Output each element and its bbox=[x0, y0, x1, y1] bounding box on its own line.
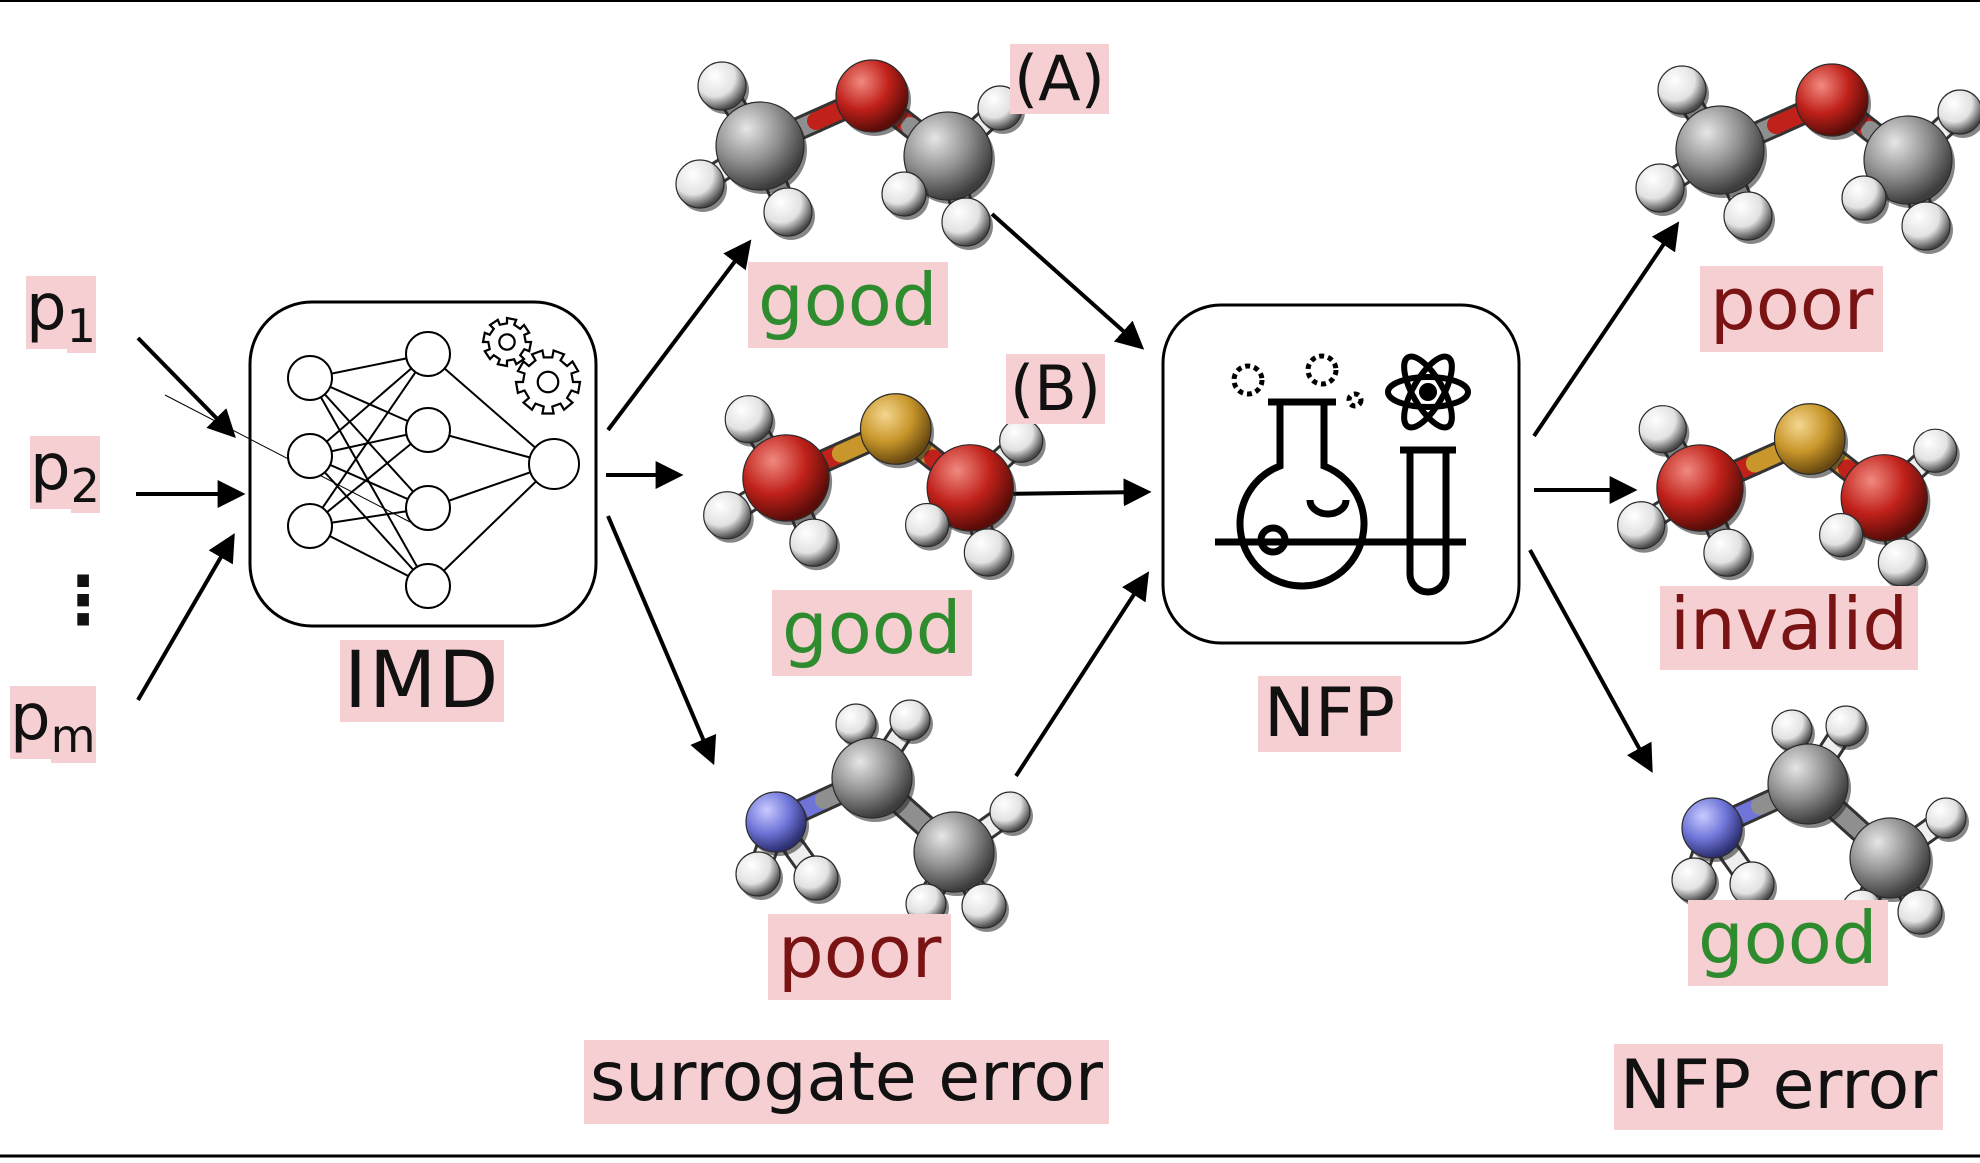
imd-box bbox=[164, 300, 598, 628]
neural-network-icon bbox=[164, 331, 580, 609]
arrow-imd-to-candidate-a bbox=[606, 239, 752, 432]
candidate-b-tag: (B) bbox=[1006, 354, 1105, 424]
candidate-a-tag: (A) bbox=[1010, 44, 1109, 114]
molecule-result-c bbox=[1671, 705, 1969, 938]
molecule-result-b bbox=[1617, 403, 1960, 590]
surrogate-error-label: surrogate error bbox=[584, 1040, 1109, 1124]
input-ellipsis: ⋮ bbox=[50, 562, 116, 639]
input-p1: p1 bbox=[26, 276, 96, 353]
arrow-candidate-a-to-nfp bbox=[990, 212, 1145, 350]
gear-icon-small bbox=[481, 316, 533, 368]
bubbles-icon bbox=[1231, 353, 1364, 409]
input-p1-sub: 1 bbox=[66, 298, 96, 353]
input-pm: pm bbox=[10, 686, 96, 763]
input-arrows bbox=[136, 336, 246, 702]
arrow-nfp-to-result-a bbox=[1532, 221, 1680, 438]
molecules bbox=[675, 59, 1980, 938]
molecule-candidate-c bbox=[735, 699, 1033, 932]
molecule-result-a bbox=[1635, 63, 1980, 254]
nfp-label: NFP bbox=[1258, 676, 1401, 752]
atom-icon bbox=[1385, 353, 1471, 431]
candidate-a-rating: good bbox=[748, 262, 948, 348]
nfp-error-label: NFP error bbox=[1614, 1044, 1944, 1130]
input-p2: p2 bbox=[30, 436, 100, 513]
arrow-p1-to-imd bbox=[136, 336, 236, 439]
imd-output-arrows bbox=[606, 239, 752, 766]
arrow-imd-to-candidate-c bbox=[606, 515, 717, 766]
arrow-nfp-to-result-c bbox=[1528, 549, 1653, 773]
molecule-candidate-a bbox=[675, 59, 1025, 250]
candidate-c-rating: poor bbox=[768, 914, 952, 1000]
result-a-rating: poor bbox=[1700, 266, 1884, 352]
arrow-pm-to-imd bbox=[136, 533, 235, 702]
imd-label: IMD bbox=[340, 640, 505, 722]
nfp-box bbox=[1161, 303, 1521, 645]
nfp-input-arrows bbox=[990, 212, 1152, 778]
molecule-candidate-b bbox=[703, 393, 1046, 580]
input-p2-base: p bbox=[30, 431, 71, 505]
gear-icon-large bbox=[514, 349, 582, 415]
input-p1-base: p bbox=[26, 271, 67, 345]
flask-icon bbox=[1215, 398, 1390, 590]
input-pm-sub: m bbox=[50, 708, 96, 763]
candidate-b-rating: good bbox=[772, 590, 972, 676]
input-p2-sub: 2 bbox=[70, 458, 100, 513]
result-c-rating: good bbox=[1688, 900, 1888, 986]
test-tube-icon bbox=[1390, 446, 1466, 596]
arrow-candidate-c-to-nfp bbox=[1014, 571, 1150, 778]
nfp-output-arrows bbox=[1528, 221, 1680, 773]
gear-icon bbox=[481, 316, 582, 415]
result-b-rating: invalid bbox=[1660, 586, 1919, 670]
arrow-candidate-b-to-nfp bbox=[999, 478, 1152, 507]
input-pm-base: p bbox=[10, 681, 51, 755]
